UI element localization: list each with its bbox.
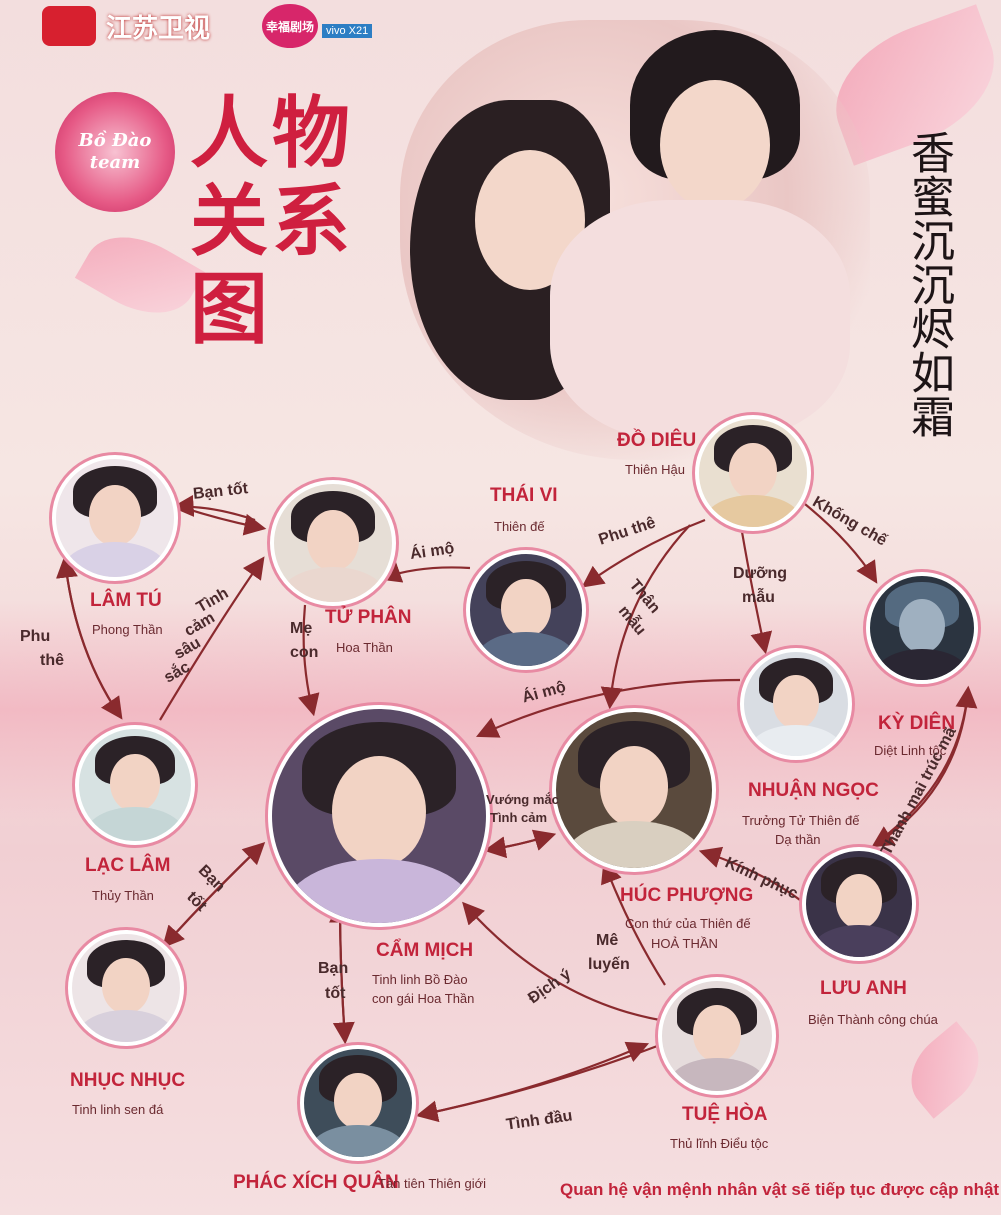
name-ky-dien: KỲ DIÊN <box>878 713 956 734</box>
role-tue-hoa: Thủ lĩnh Điểu tộc <box>670 1136 769 1151</box>
role-huc-phuong-1: Con thứ của Thiên đế <box>625 916 751 931</box>
role-lam-tu: Phong Thần <box>92 622 163 637</box>
role-huc-phuong-2: HOẢ THẦN <box>651 936 718 951</box>
drama-title: 香蜜沉沉烬如霜 <box>903 130 954 438</box>
portrait-ky-dien <box>866 572 978 684</box>
portrait-nhuan-ngoc <box>740 648 852 760</box>
channel-logo: 江苏卫视 <box>42 6 210 46</box>
portrait-nhuc-nhuc <box>68 930 184 1046</box>
role-ky-dien: Diệt Linh tộc <box>874 743 947 758</box>
name-nhuan-ngoc: NHUẬN NGỌC <box>748 780 879 801</box>
team-logo: Bồ Đào team <box>55 92 175 212</box>
hero-artwork <box>400 20 870 460</box>
role-nhuc-nhuc: Tinh linh sen đá <box>72 1102 164 1117</box>
relation-ban-tot-mid-2: tốt <box>325 985 346 1002</box>
role-thai-vi: Thiên đế <box>494 519 545 534</box>
channel-emblem-icon <box>42 6 96 46</box>
role-nhuan-ngoc-1: Trưởng Tử Thiên đế <box>742 813 860 828</box>
program-badge: 幸福剧场 <box>262 4 318 48</box>
name-thai-vi: THÁI VI <box>490 485 558 506</box>
page-title-calligraphy: 人物关系图 <box>190 88 355 355</box>
portrait-cam-mich <box>268 705 490 927</box>
name-lac-lam: LẠC LÂM <box>85 855 171 876</box>
relation-me-luyen-1: Mê <box>596 932 619 949</box>
name-tue-hoa: TUỆ HÒA <box>682 1104 768 1125</box>
portrait-thai-vi <box>466 550 586 670</box>
role-do-dieu: Thiên Hậu <box>625 462 685 477</box>
name-huc-phuong: HÚC PHƯỢNG <box>620 885 754 906</box>
role-cam-mich-1: Tinh linh Bồ Đào <box>372 972 468 987</box>
portrait-tu-phan <box>270 480 396 606</box>
portrait-tue-hoa <box>658 977 776 1095</box>
relation-phu-the-2b: thê <box>40 652 64 669</box>
role-nhuan-ngoc-2: Dạ thần <box>775 832 821 847</box>
relation-me-con-1: Mẹ <box>290 620 313 637</box>
name-tu-phan: TỬ PHÂN <box>325 607 412 628</box>
name-lam-tu: LÂM TÚ <box>90 590 162 611</box>
role-cam-mich-2: con gái Hoa Thần <box>372 991 475 1006</box>
portrait-lac-lam <box>75 725 195 845</box>
hero-face-2 <box>660 80 770 210</box>
role-luu-anh: Biện Thành công chúa <box>808 1012 938 1027</box>
role-phac-xich-quan: Tản tiên Thiên giới <box>378 1176 487 1191</box>
name-nhuc-nhuc: NHỤC NHỤC <box>70 1070 186 1091</box>
footer-note: Quan hệ vận mệnh nhân vật sẽ tiếp tục đư… <box>560 1180 1000 1199</box>
relation-duong-mau-1: Dưỡng <box>733 565 788 582</box>
relation-me-luyen-2: luyến <box>588 956 630 973</box>
relation-phu-the-2a: Phu <box>20 628 51 645</box>
name-luu-anh: LƯU ANH <box>820 978 907 999</box>
portrait-huc-phuong <box>552 708 716 872</box>
relation-duong-mau-2: mẫu <box>742 589 775 606</box>
relation-ban-tot-mid-1: Bạn <box>318 960 349 977</box>
portrait-luu-anh <box>802 847 916 961</box>
name-cam-mich: CẨM MỊCH <box>376 940 474 961</box>
hero-robe <box>550 200 850 440</box>
relation-vuong-mac-2: Tình cảm <box>490 810 548 825</box>
portrait-do-dieu <box>695 415 811 531</box>
relation-vuong-mac-1: Vướng mắc <box>486 792 559 807</box>
name-phac-xich-quan: PHÁC XÍCH QUÂN <box>233 1172 399 1193</box>
portrait-phac-xich-quan <box>300 1045 416 1161</box>
channel-name: 江苏卫视 <box>106 12 211 43</box>
name-do-dieu: ĐỒ DIÊU <box>617 430 697 451</box>
role-lac-lam: Thủy Thần <box>92 888 154 903</box>
sponsor-label: vivo X21 <box>322 24 373 38</box>
role-tu-phan: Hoa Thần <box>336 640 393 655</box>
portrait-lam-tu <box>52 455 178 581</box>
relation-me-con-2: con <box>290 644 319 661</box>
